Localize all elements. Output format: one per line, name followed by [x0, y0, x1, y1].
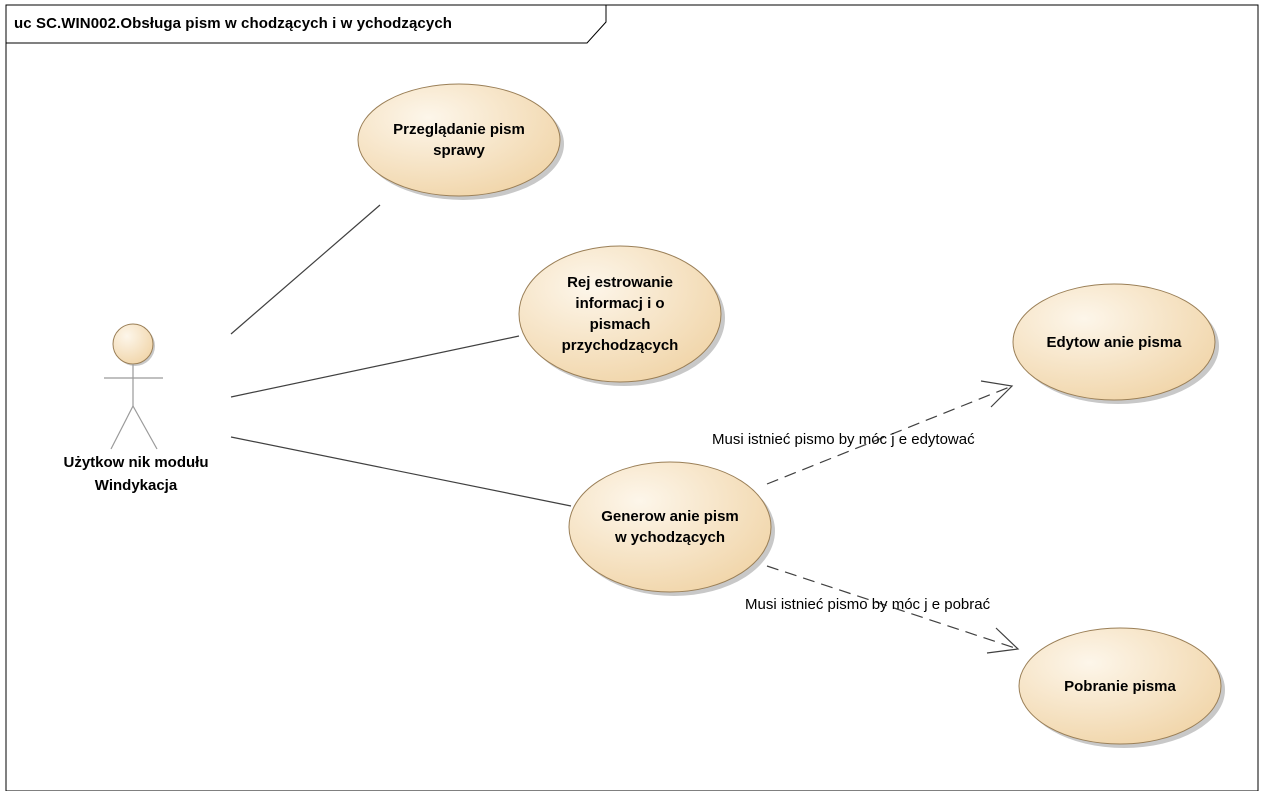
association-line-generowanie	[230, 436, 572, 507]
usecase-label-line: Pobranie pisma	[1064, 677, 1176, 695]
actor-label: Użytkow nik modułu Windykacja	[36, 451, 236, 497]
diagram-frame-title: uc SC.WIN002.Obsługa pism w chodzących i…	[14, 15, 453, 32]
usecase-rejestrowanie-informacji[interactable]	[518, 245, 722, 383]
usecase-pobranie-pisma[interactable]	[1018, 627, 1222, 745]
usecase-label-line: w ychodzących	[614, 529, 726, 546]
usecase-label-line: Generow anie pism	[601, 508, 739, 525]
dependency-edit-arrowhead	[980, 380, 1014, 408]
usecase-label-line: pismach	[589, 316, 651, 333]
dependency-download-arrowhead	[986, 627, 1020, 654]
usecase-generowanie-pism[interactable]	[568, 461, 772, 593]
usecase-label-edytowanie: Edytow anie pisma	[1013, 284, 1215, 400]
usecase-label-line: Przeglądanie pism	[393, 121, 525, 138]
usecase-przegladanie-pism[interactable]	[357, 83, 561, 197]
usecase-label-przegladanie: Przeglądanie pism sprawy	[358, 84, 560, 196]
dependency-download-line	[766, 565, 1019, 650]
usecase-label-rejestrowanie: Rej estrowanie informacj i o pismach prz…	[519, 246, 721, 382]
usecase-edytowanie-pisma[interactable]	[1012, 283, 1216, 401]
diagram-frame	[5, 4, 1259, 791]
association-line-rejestrowanie	[230, 335, 520, 398]
usecase-label-line: Rej estrowanie	[567, 274, 673, 291]
usecase-label-line: informacj i o	[575, 295, 665, 312]
actor-stick-figure-icon[interactable]	[104, 323, 163, 450]
actor-name-line: Użytkow nik modułu	[63, 454, 209, 471]
dependency-download-label: Musi istnieć pismo by móc j e pobrać	[745, 596, 991, 613]
usecase-label-generowanie: Generow anie pism w ychodzących	[569, 462, 771, 592]
dependency-edit-label: Musi istnieć pismo by móc j e edytować	[712, 431, 975, 448]
usecase-label-line: sprawy	[433, 142, 485, 159]
frame-title-tab	[6, 5, 607, 44]
dependency-edit-line	[766, 385, 1013, 485]
usecase-label-line: Edytow anie pisma	[1046, 333, 1182, 351]
actor-name-line: Windykacja	[94, 477, 178, 494]
usecase-label-line: przychodzących	[561, 337, 679, 354]
usecase-label-pobranie: Pobranie pisma	[1019, 628, 1221, 744]
association-line-przegladanie	[230, 204, 381, 335]
